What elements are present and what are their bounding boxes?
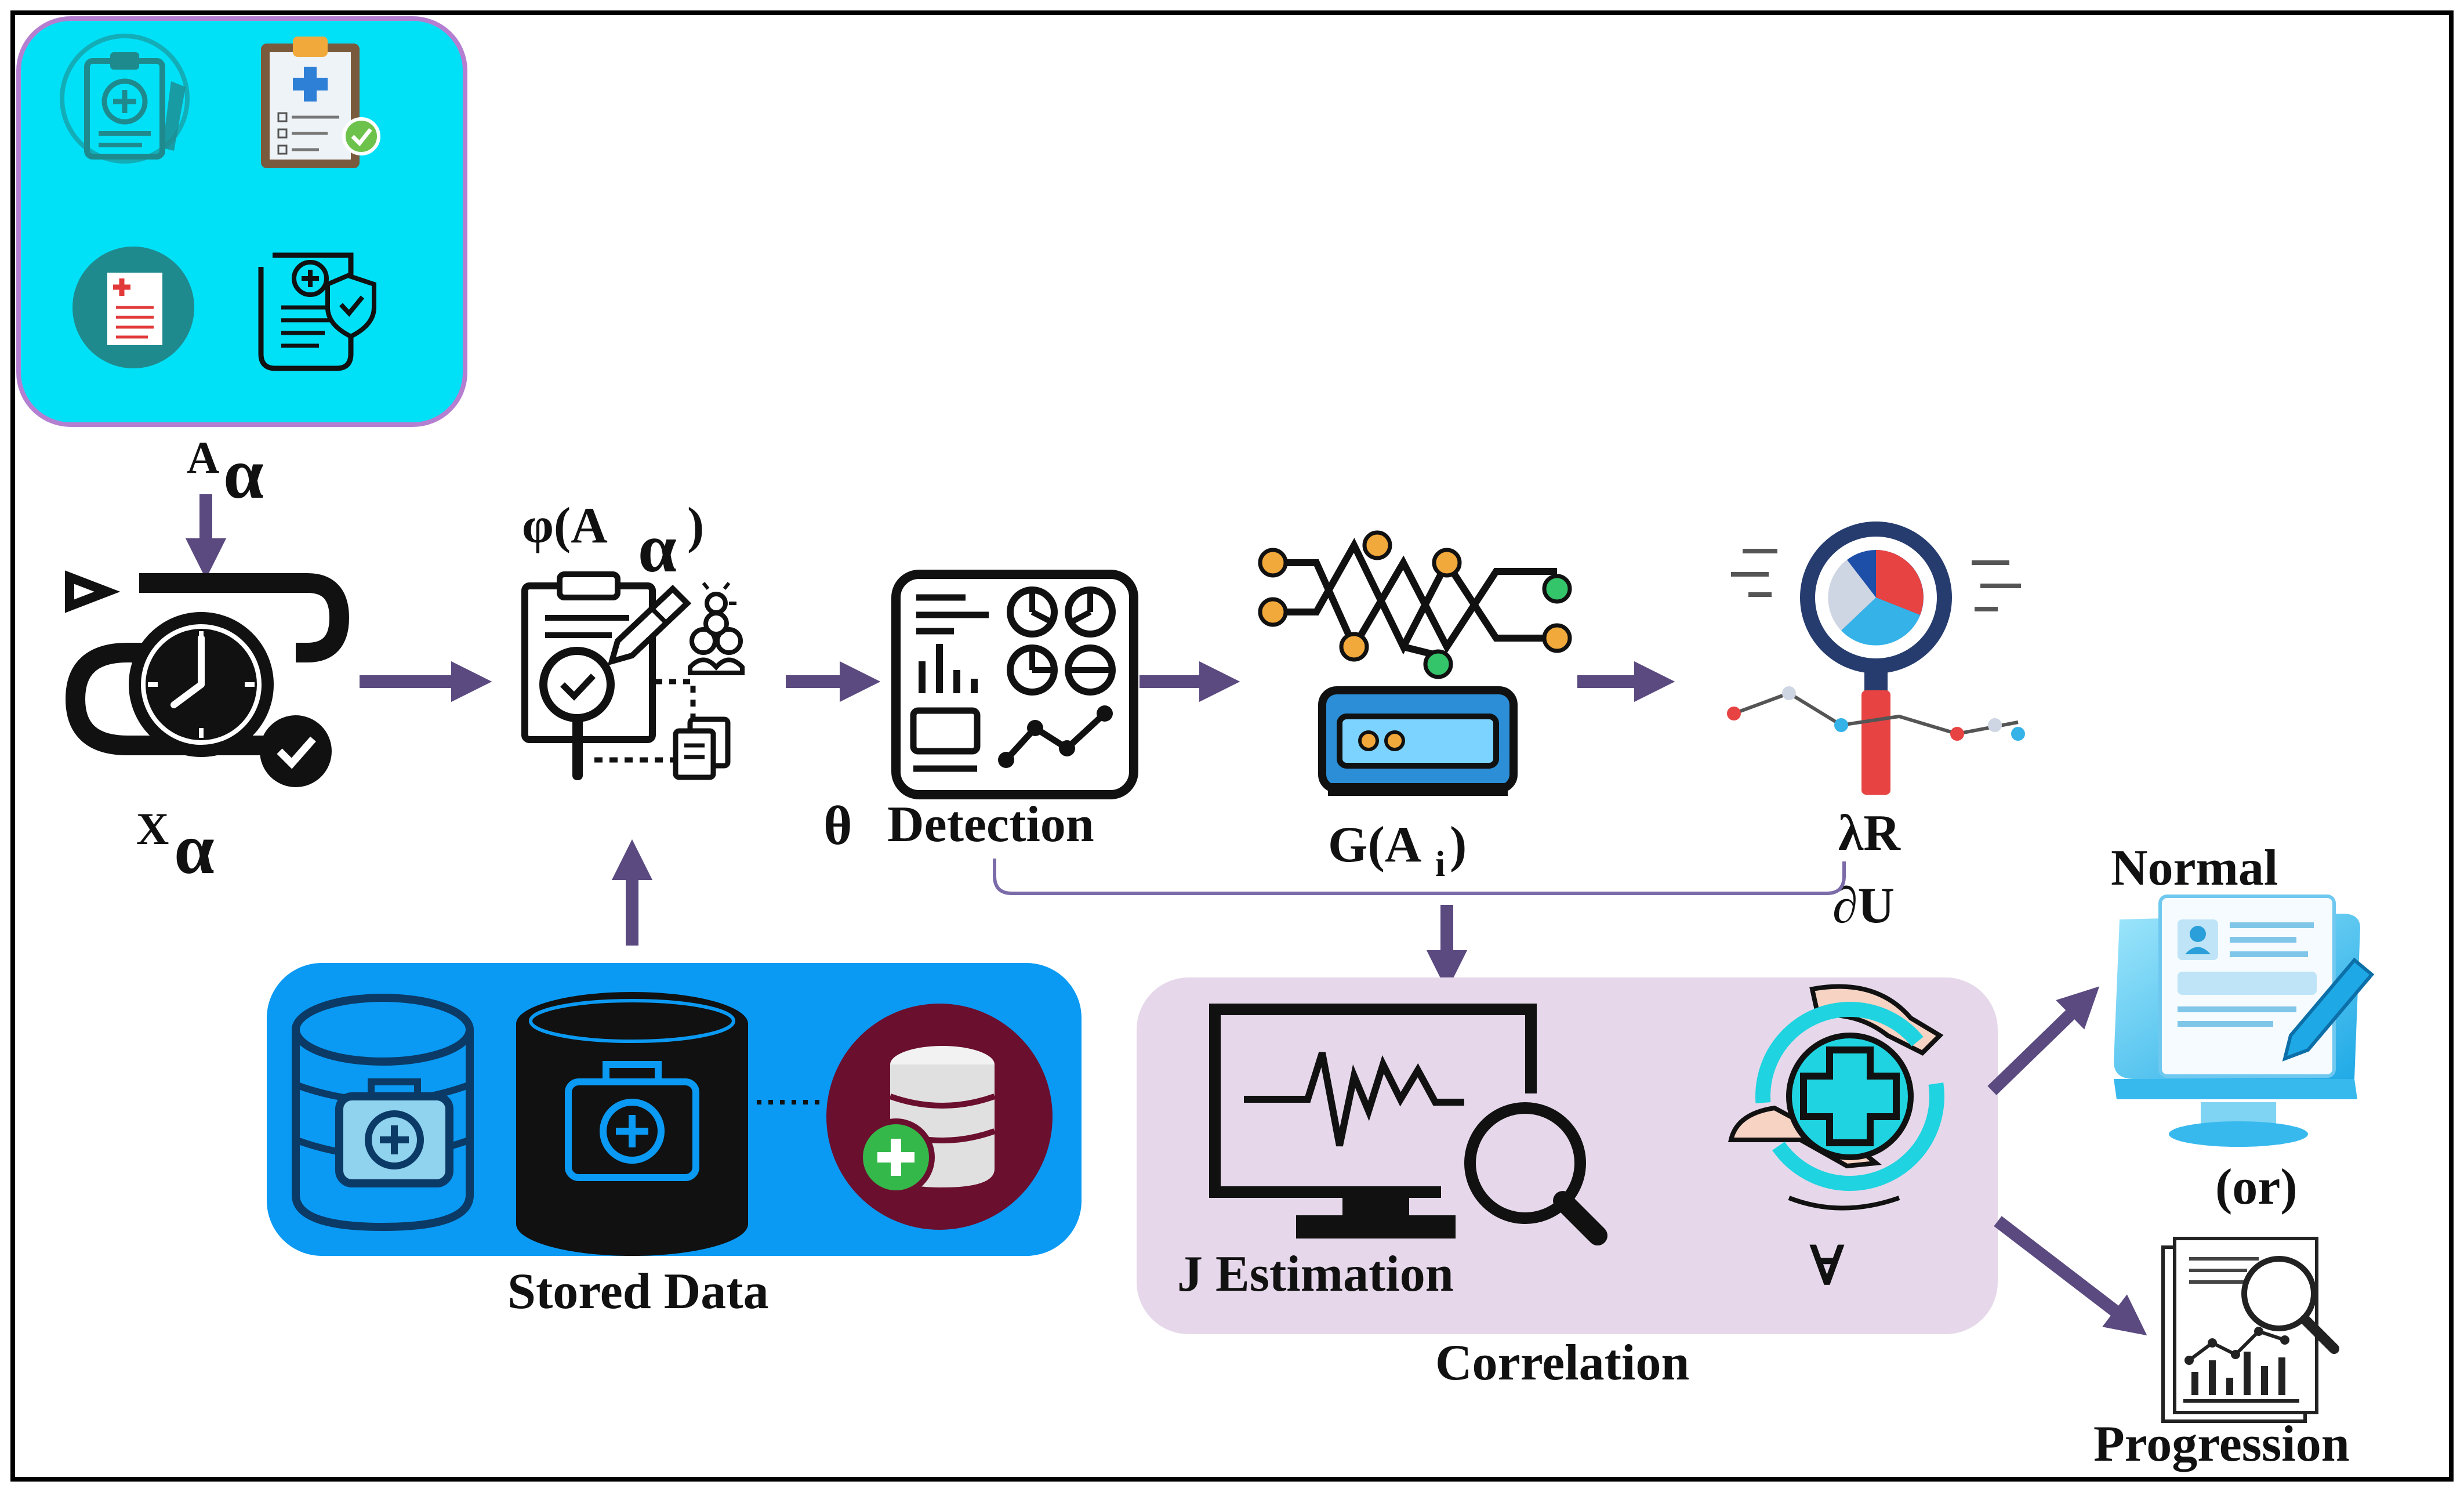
svg-text:A: A [187,432,219,483]
outer-frame [10,10,2454,1482]
svg-text:i: i [1435,845,1445,884]
progress-report-icon [2161,1237,2339,1423]
a-alpha-label: A α [187,432,264,514]
svg-text:φ(A: φ(A [522,498,608,554]
clipboard-analysis-icon [521,571,745,780]
correlation-panel [1137,977,1998,1334]
neural-network-device-icon [1258,530,1572,796]
dashboard-charts-icon [891,570,1138,799]
medical-checklist-icon [261,37,380,168]
computer-report-icon [2114,895,2375,1147]
svg-text:): ) [687,498,704,554]
progression-label: Progression [2093,1416,2350,1472]
magnifier-pie-chart-icon [1727,522,2025,795]
medical-database-icon [826,1004,1053,1230]
arrow-to-normal [1987,986,2100,1095]
svg-text:λR: λR [1838,805,1901,861]
svg-text:θ: θ [823,795,852,856]
svg-text:X: X [136,803,169,854]
svg-text:α: α [223,434,264,514]
stored-data-panel [267,963,1082,1256]
phi-label: φ(A α ) [522,498,704,586]
or-label: (or) [2215,1159,2298,1215]
detection-label: θ Detection [823,795,1094,856]
insurance-scroll-icon [258,252,376,371]
g-label: G(A i ) [1328,817,1467,884]
detection-bracket [993,859,1846,895]
hands-medical-cross-icon [1728,984,1944,1211]
correlation-label: Correlation [1435,1335,1689,1391]
server-medkit-icon [516,992,748,1256]
monitor-heartbeat-search-icon [1209,1004,1607,1245]
j-estimation-label: J Estimation [1177,1246,1454,1302]
forall-label: ∀ [1809,1236,1845,1297]
database-medkit-icon [292,994,474,1232]
medical-report-icon [72,247,194,368]
clipboard-medical-icon [60,34,190,164]
clock-cycle-icon [65,570,350,787]
svg-text:Detection: Detection [887,796,1094,853]
svg-text:): ) [1450,817,1467,873]
svg-text:α: α [174,809,215,889]
stored-data-label: Stored Data [507,1263,769,1320]
normal-label: Normal [2111,840,2278,896]
input-panel [16,16,467,427]
x-alpha-label: X α [136,803,215,889]
svg-text:α: α [638,509,677,586]
svg-text:G(A: G(A [1328,817,1421,873]
arrow-to-progression [1994,1216,2147,1336]
